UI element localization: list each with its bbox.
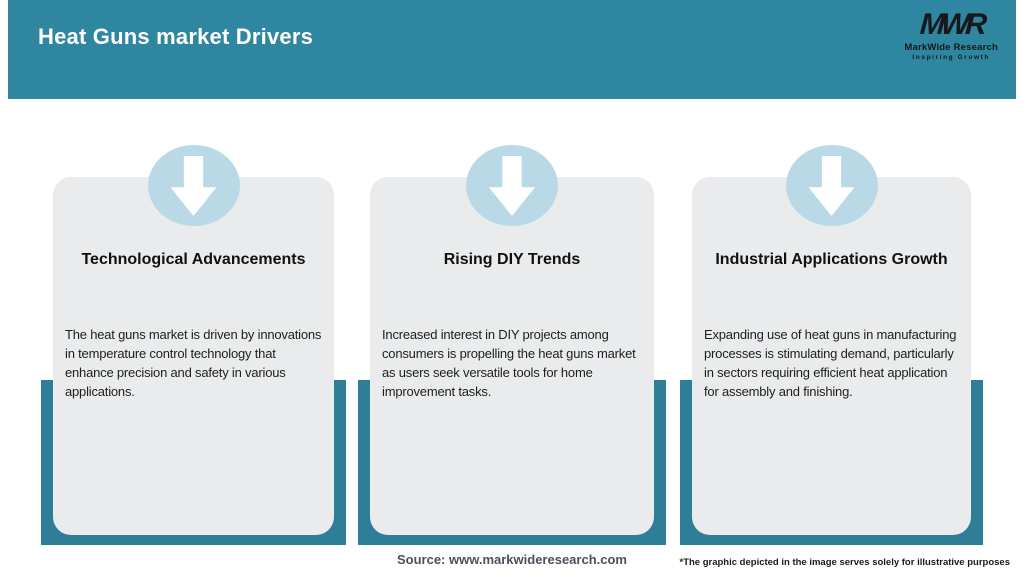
card-body-panel: Technological Advancements The heat guns… (53, 177, 334, 535)
logo-mwr-icon: MWR (918, 8, 984, 41)
driver-card-industrial-applications-growth: Industrial Applications Growth Expanding… (680, 140, 983, 545)
card-body-panel: Rising DIY Trends Increased interest in … (370, 177, 654, 535)
down-arrow-icon (170, 156, 217, 216)
card-title: Industrial Applications Growth (715, 251, 948, 268)
card-description: Expanding use of heat guns in manufactur… (704, 327, 957, 399)
page-title: Heat Guns market Drivers (38, 24, 314, 49)
disclaimer-text: *The graphic depicted in the image serve… (679, 557, 1011, 568)
markwide-research-logo: MWR MarkWide Research Inspiring Growth (904, 8, 998, 61)
card-body-panel: Industrial Applications Growth Expanding… (692, 177, 971, 535)
logo-tagline: Inspiring Growth (912, 53, 990, 61)
circle-badge (785, 145, 878, 226)
card-description: The heat guns market is driven by innova… (65, 327, 322, 399)
driver-card-technological-advancements: Technological Advancements The heat guns… (41, 140, 346, 545)
source-text: Source: www.markwideresearch.com (396, 552, 627, 567)
logo-name: MarkWide Research (904, 42, 998, 53)
header-bar: Heat Guns market Drivers MWR MarkWide Re… (8, 0, 1016, 99)
card-description: Increased interest in DIY projects among… (382, 327, 636, 399)
down-arrow-icon (808, 156, 855, 216)
card-title: Technological Advancements (81, 251, 306, 268)
down-arrow-icon (489, 156, 535, 216)
card-title: Rising DIY Trends (443, 251, 581, 268)
circle-badge (147, 145, 240, 226)
driver-card-rising-diy-trends: Rising DIY Trends Increased interest in … (358, 140, 666, 545)
circle-badge (466, 145, 558, 226)
